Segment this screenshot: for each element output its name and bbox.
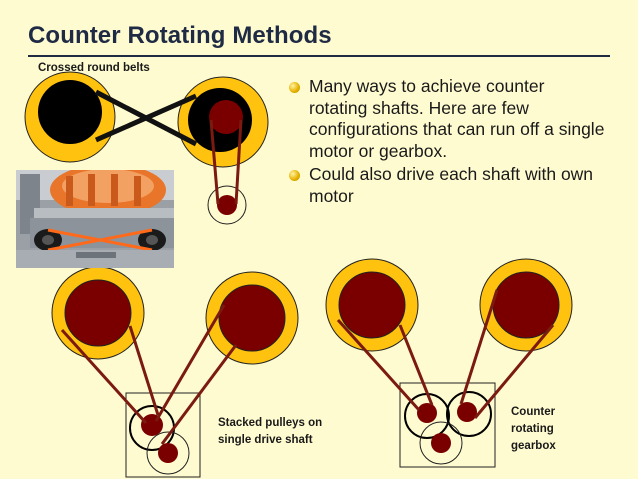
stacked-belt-2	[128, 325, 160, 416]
robot-belt-photo	[16, 170, 174, 268]
bullet-item-2: Could also drive each shaft with own mot…	[287, 164, 607, 207]
caption-stacked-pulleys: Stacked pulleys on single drive shaft	[218, 417, 323, 446]
idler-pulley	[217, 195, 237, 215]
gearbox-belt-2	[398, 324, 434, 406]
caption-gearbox: Counter rotating gearbox	[511, 406, 556, 452]
bullet-text-2: Could also drive each shaft with own mot…	[309, 164, 594, 206]
gear-bottom	[431, 433, 451, 453]
stacked-small-bottom	[158, 443, 178, 463]
stacked-pulley-diagram	[51, 266, 299, 478]
crossed-belt-2	[94, 93, 198, 143]
gear-right	[457, 402, 477, 422]
idler-pulley-ring	[207, 185, 247, 225]
vertical-belt-left	[209, 119, 220, 205]
gearbox-belt-3	[459, 289, 499, 405]
pulley-left-hub	[38, 80, 102, 144]
gearbox-left-inner	[338, 271, 406, 339]
bullet-text-1: Many ways to achieve counter rotating sh…	[309, 76, 605, 161]
gearbox-box	[399, 382, 496, 468]
stacked-right-inner	[218, 284, 286, 352]
page-title: Counter Rotating Methods	[28, 22, 332, 49]
vertical-belt-right	[234, 119, 243, 205]
title-underline	[28, 55, 610, 57]
stacked-small-ring-bottom	[146, 431, 190, 475]
gearbox-diagram	[325, 258, 573, 468]
bullet-item-1: Many ways to achieve counter rotating sh…	[287, 76, 607, 162]
crossed-belt-diagram	[24, 71, 269, 225]
stacked-belt-1	[60, 328, 148, 425]
stacked-drive-box	[125, 392, 201, 478]
stacked-belt-3	[154, 304, 226, 422]
stacked-left-inner	[64, 279, 132, 347]
gearbox-belt-1	[336, 318, 421, 412]
gear-left	[417, 403, 437, 423]
robot-belt-photo-art	[16, 170, 174, 268]
bullet-list: Many ways to achieve counter rotating sh…	[287, 76, 607, 209]
gear-bottom-ring	[419, 421, 463, 465]
drive-pulley-top	[209, 100, 243, 134]
stacked-belt-4	[160, 344, 238, 445]
caption-crossed-belts: Crossed round belts	[38, 62, 150, 74]
gearbox-belt-4	[473, 324, 555, 419]
gear-right-ring	[446, 391, 492, 437]
